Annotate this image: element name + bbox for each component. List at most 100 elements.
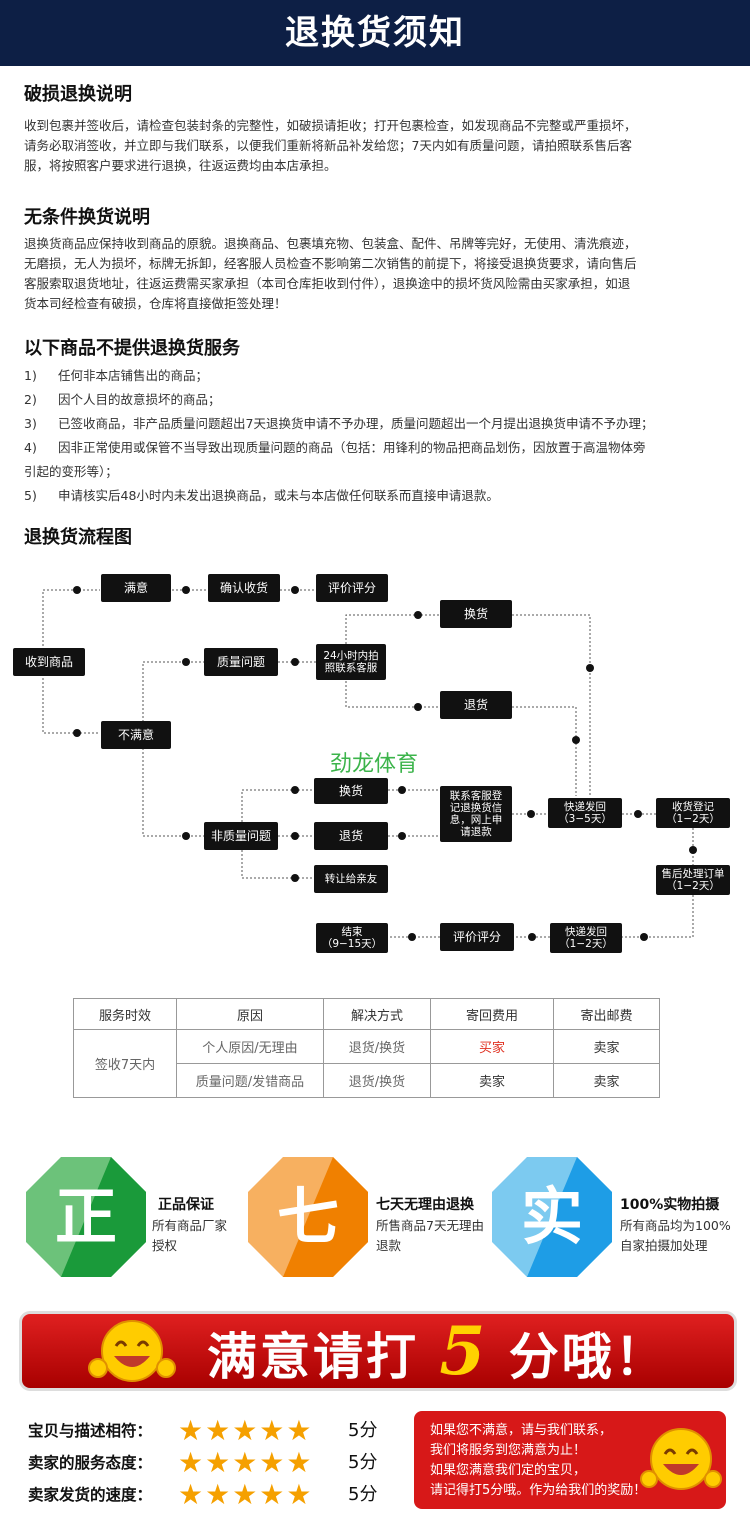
smiley-icon (640, 1428, 722, 1490)
node-line: 联系客服登 (449, 790, 503, 802)
rating-row-shipping: 卖家发货的速度： ★★★★★ 5分 (28, 1481, 377, 1509)
note-line: 我们将服务到您满意为止！ (430, 1443, 587, 1458)
table-row: 质量问题/发错商品 退货/换货 卖家 卖家 (74, 1063, 660, 1098)
real-photo-badge-icon: 实 (492, 1157, 612, 1277)
list-text: 任何非本店铺售出的商品； (58, 368, 209, 383)
banner-pre: 满意请打 (207, 1328, 419, 1386)
list-item: 2)因个人目的故意损坏的商品； (24, 388, 724, 412)
badge-desc: 所有商品厂家授权 (152, 1216, 227, 1256)
flow-node-contact: 联系客服登记退换货信息，网上申请退款 (440, 786, 512, 842)
octagon-shape (26, 1157, 146, 1277)
table-header: 寄回费用 (430, 998, 554, 1030)
text-line: 货本司经检查有破损，仓库将直接做拒签处理！ (24, 296, 287, 311)
table-cell: 退货/换货 (323, 1063, 431, 1098)
flow-node-ship2: 快递发回（1−2天） (550, 923, 622, 953)
list-number: 3) (24, 416, 37, 431)
table-row: 签收7天内 个人原因/无理由 退货/换货 买家 卖家 (73, 1029, 660, 1098)
table-header: 服务时效 (73, 998, 177, 1030)
flow-node-quality: 质量问题 (204, 648, 278, 676)
node-line: 请退款 (460, 826, 492, 838)
table-header: 原因 (176, 998, 324, 1030)
banner-post: 分哦！ (508, 1328, 668, 1386)
list-text: 因个人目的故意损坏的商品； (58, 392, 221, 407)
flow-node-exchange2: 换货 (314, 778, 388, 804)
text-line: 收到包裹并签收后，请检查包装封条的完整性，如破损请拒收；打开包裹检查，如发现商品… (24, 118, 637, 133)
node-line: 记退换货信 (449, 802, 503, 814)
list-item: 3) 已签收商品，非产品质量问题超出7天退换货申请不予办理，质量问题超出一个月提出… (24, 412, 724, 436)
node-line: （1−2天） (666, 880, 720, 892)
table-cell-highlight: 买家 (430, 1029, 554, 1064)
node-line: 售后处理订单 (661, 868, 725, 880)
text-line: 退换货商品应保持收到商品的原貌。退换商品、包裹填充物、包装盒、配件、吊牌等完好，… (24, 236, 637, 251)
list-text: 已签收商品，非产品质量问题超出7天退换货申请不予办理，质量问题超出一个月提出退换… (58, 416, 654, 431)
rating-row-description: 宝贝与描述相符： ★★★★★ 5分 (28, 1417, 377, 1445)
list-item: 5)申请核实后48小时内未发出退换商品，或未与本店做任何联系而直接申请退款。 (24, 484, 724, 508)
excluded-list: 1) 任何非本店铺售出的商品； 2)因个人目的故意损坏的商品； 3) 已签收商品，非… (24, 364, 724, 508)
flow-node-review1: 评价评分 (316, 574, 388, 602)
node-line: 结束 (341, 926, 363, 938)
flow-node-photo: 24小时内拍照联系客服 (316, 644, 386, 680)
list-text: 申请核实后48小时内未发出退换商品，或未与本店做任何联系而直接申请退款。 (58, 488, 499, 503)
star-icons: ★★★★★ (178, 1446, 314, 1479)
service-table: 服务时效 原因 解决方式 寄回费用 寄出邮费 签收7天内 个人原因/无理由 退货… (73, 998, 660, 1098)
table-cell: 卖家 (430, 1063, 554, 1098)
flow-node-process: 售后处理订单（1−2天） (656, 865, 730, 895)
note-text: 如果您不满意，请与我们联系， 我们将服务到您满意为止！ 如果您满意我们定的宝贝，… (430, 1421, 660, 1501)
list-text: 因非正常使用或保管不当导致出现质量问题的商品（包括：用锋利的物品把商品划伤，因放… (58, 440, 646, 455)
flow-node-transfer: 转让给亲友 (314, 865, 388, 893)
rating-row-service: 卖家的服务态度： ★★★★★ 5分 (28, 1449, 377, 1477)
list-item: 1) 任何非本店铺售出的商品； (24, 364, 724, 388)
desc-line: 自家拍摄加处理 (620, 1238, 708, 1253)
table-cell: 质量问题/发错商品 (176, 1063, 324, 1098)
page-title: 退换货须知 (285, 13, 465, 53)
desc-line: 退款 (376, 1238, 402, 1253)
list-item: 4)因非正常使用或保管不当导致出现质量问题的商品（包括：用锋利的物品把商品划伤，… (24, 436, 724, 460)
text-line: 客服索取退货地址，往返运费需买家承担（本司仓库拒收到付件），退换途中的损坏货风险… (24, 276, 631, 291)
list-number: 1) (24, 368, 37, 383)
text-line: 服，将按照客户要求进行退换，往返运费均由本店承担。 (24, 158, 337, 173)
table-cell: 卖家 (553, 1029, 660, 1064)
flow-node-return1: 退货 (440, 691, 512, 719)
star-icons: ★★★★★ (178, 1478, 314, 1511)
flow-section-title: 退换货流程图 (24, 527, 132, 548)
star-icons: ★★★★★ (178, 1414, 314, 1447)
desc-line: 所有商品厂家 (152, 1218, 228, 1233)
node-line: （9−15天） (321, 938, 383, 950)
excluded-section-title: 以下商品不提供退换货服务 (24, 338, 240, 359)
badge-title: 100%实物拍摄 (620, 1197, 720, 1213)
node-line: 收货登记 (672, 801, 714, 813)
badge-desc: 所有商品均为100% 自家拍摄加处理 (620, 1216, 731, 1256)
flow-node-end: 结束（9−15天） (316, 923, 388, 953)
node-line: （3−5天） (558, 813, 612, 825)
node-line: 快递发回 (564, 801, 606, 813)
smiley-icon (88, 1320, 176, 1382)
unconditional-section-text: 退换货商品应保持收到商品的原貌。退换商品、包裹填充物、包装盒、配件、吊牌等完好，… (24, 234, 704, 314)
table-cell-period: 签收7天内 (73, 1029, 177, 1098)
banner-text: 满意请打 5 分哦！ (207, 1314, 668, 1388)
rating-label: 宝贝与描述相符： (28, 1422, 153, 1440)
badge-char: 七 (276, 1180, 339, 1253)
flow-node-register: 收货登记（1−2天） (656, 798, 730, 828)
table-header: 解决方式 (323, 998, 431, 1030)
flow-node-return2: 退货 (314, 822, 388, 850)
desc-line: 所售商品7天无理由 (376, 1218, 484, 1233)
badge-char: 实 (520, 1180, 583, 1253)
genuine-badge-icon: 正 (26, 1157, 146, 1277)
flow-node-nonquality: 非质量问题 (204, 822, 278, 850)
node-line: 照联系客服 (324, 662, 378, 674)
node-line: 息，网上申 (449, 814, 503, 826)
badge-char: 正 (54, 1180, 117, 1253)
list-item-continuation: 引起的变形等）； (24, 464, 118, 479)
badge-desc: 所售商品7天无理由退款 (376, 1216, 484, 1256)
octagon-shape (248, 1157, 368, 1277)
flow-node-confirm: 确认收货 (208, 574, 280, 602)
desc-line: 所有商品均为100% (620, 1218, 731, 1233)
flow-node-unsatisfied: 不满意 (101, 721, 171, 749)
text-line: 请务必取消签收，并立即与我们联系，以便我们重新将新品补发给您；7天内如有质量问题… (24, 138, 632, 153)
damage-section-text: 收到包裹并签收后，请检查包装封条的完整性，如破损请拒收；打开包裹检查，如发现商品… (24, 116, 704, 176)
table-cell: 卖家 (553, 1063, 660, 1098)
page-header: 退换货须知 (0, 0, 750, 66)
note-line: 请记得打5分哦。作为给我们的奖励！ (430, 1483, 647, 1498)
badge-title: 七天无理由退换 (376, 1197, 474, 1213)
octagon-shape (492, 1157, 612, 1277)
